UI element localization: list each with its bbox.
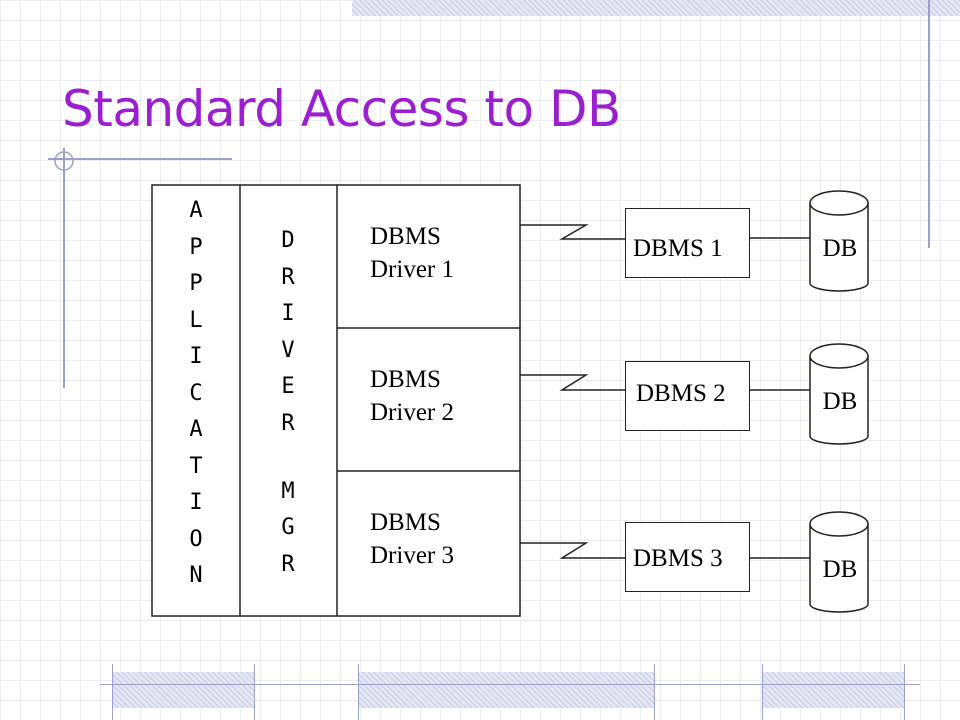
network-link-1: [520, 224, 626, 240]
application-letter: T: [189, 453, 203, 479]
driver-manager-letter: D: [281, 228, 295, 253]
database-cylinder-3: [809, 511, 869, 613]
application-letter: P: [189, 271, 203, 296]
database-cylinder-1: [809, 190, 869, 292]
application-letter: A: [189, 417, 203, 442]
db-3-label: DB: [822, 556, 858, 583]
driver-2-label: DBMS Driver 2: [370, 363, 454, 429]
bottom-hatched-block-left: [112, 672, 254, 708]
right-vertical-rule: [928, 0, 930, 248]
application-vertical-label: A P P L I C A T I O N: [166, 193, 226, 595]
bottom-tick-1: [112, 664, 113, 720]
application-letter: C: [189, 380, 203, 406]
slide-title: Standard Access to DB: [62, 80, 621, 138]
driver-manager-vertical-label: D R I V E R M G R: [258, 223, 318, 583]
driver-manager-letter: G: [281, 515, 295, 540]
driver-manager-letter: R: [281, 410, 295, 436]
dbms-3-label: DBMS 3: [633, 545, 723, 572]
dbms-2-label: DBMS 2: [636, 380, 726, 407]
driver-1-line2: Driver 1: [370, 256, 454, 283]
db-2-label: DB: [822, 388, 858, 415]
driver-3-line1: DBMS: [370, 509, 441, 536]
corner-circle-decoration: [54, 151, 74, 171]
dbms-3-box: [625, 522, 750, 592]
driver-manager-letter: R: [281, 264, 295, 290]
driver-manager-letter: I: [281, 301, 295, 326]
application-letter: I: [189, 490, 203, 515]
driver-manager-letter: M: [281, 478, 295, 504]
driver-3-label: DBMS Driver 3: [370, 506, 454, 572]
title-underline-rule: [48, 158, 232, 160]
driver-1-line1: DBMS: [370, 223, 441, 250]
driver-2-line1: DBMS: [370, 366, 441, 393]
dbms-1-label: DBMS 1: [633, 235, 723, 262]
driver-manager-letter: E: [281, 374, 295, 399]
left-vertical-rule: [63, 148, 65, 388]
network-link-3: [520, 542, 626, 559]
application-letter: O: [189, 526, 203, 552]
driver-manager-letter: V: [281, 337, 295, 363]
driver-manager-letter: R: [281, 551, 295, 577]
application-letter: A: [189, 198, 203, 223]
application-layer-box: [151, 184, 521, 617]
driver-2-line2: Driver 2: [370, 399, 454, 426]
bottom-hatched-block-right: [762, 672, 904, 708]
top-right-hatched-band: [352, 0, 960, 16]
bottom-tick-3: [358, 664, 359, 720]
bottom-tick-2: [254, 664, 255, 720]
driver-3-line2: Driver 3: [370, 542, 454, 569]
network-link-2: [520, 374, 626, 391]
dbms-1-box: [625, 208, 750, 278]
application-letter: P: [189, 234, 203, 260]
bottom-tick-4: [654, 664, 655, 720]
bottom-hatched-block-middle: [358, 672, 654, 708]
db-1-label: DB: [822, 235, 858, 262]
application-letter: L: [189, 307, 203, 333]
bottom-rule: [100, 684, 920, 685]
application-letter: I: [189, 344, 203, 369]
driver-1-label: DBMS Driver 1: [370, 220, 454, 286]
bottom-tick-5: [762, 664, 763, 720]
dbms-2-box: [625, 361, 750, 431]
bottom-tick-6: [904, 664, 905, 720]
application-letter: N: [189, 563, 203, 588]
database-cylinder-2: [809, 343, 869, 445]
